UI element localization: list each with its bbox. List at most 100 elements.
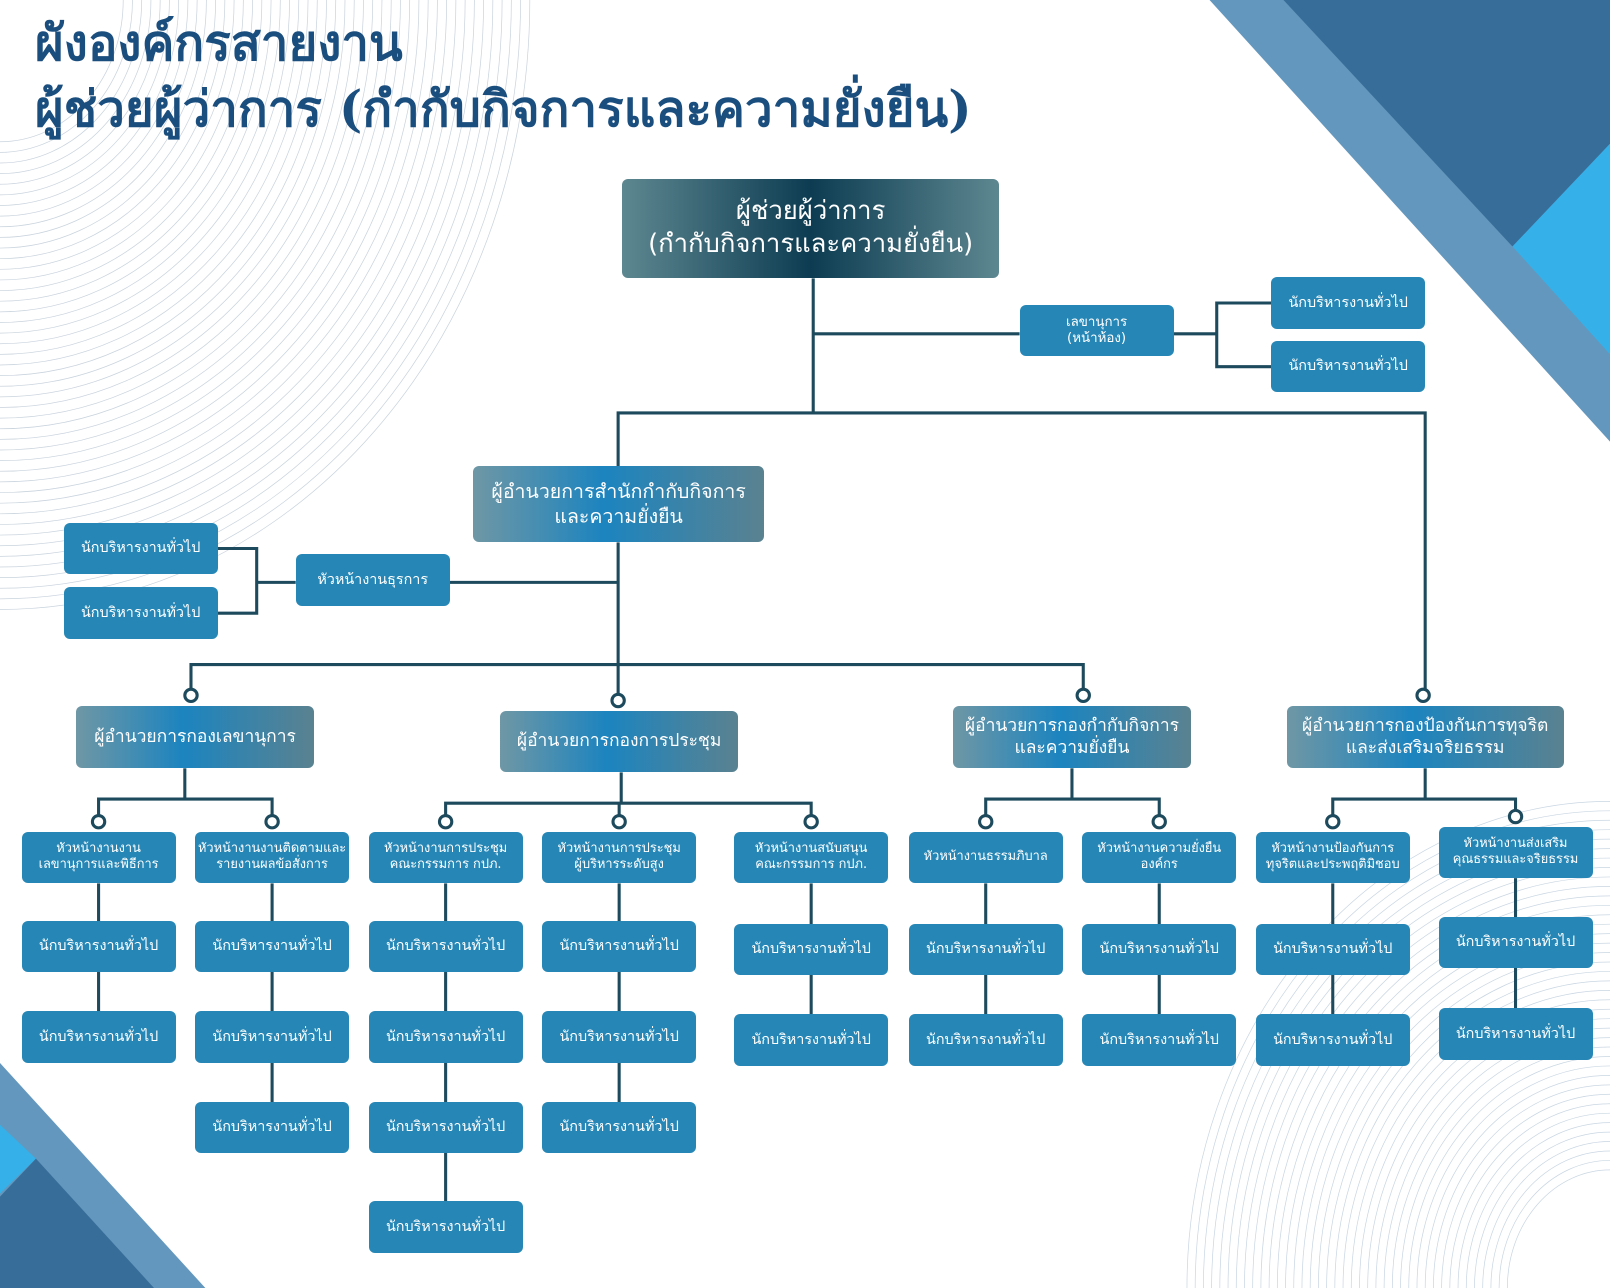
box-label: หัวหน้างานธรรมภิบาล [923, 849, 1048, 865]
wave-line [0, 0, 521, 600]
wave-line [1252, 876, 1610, 1288]
staff-box[interactable]: นักบริหารงานทั่วไป [542, 1101, 697, 1154]
admin-staff-box[interactable]: นักบริหารงานทั่วไป [63, 522, 218, 574]
connector-node-icon [1415, 687, 1431, 704]
staff-box[interactable]: นักบริหารงานทั่วไป [734, 924, 889, 976]
section-head-box[interactable]: หัวหน้างานธรรมภิบาล [908, 831, 1063, 884]
staff-box[interactable]: นักบริหารงานทั่วไป [21, 921, 176, 973]
staff-box[interactable]: นักบริหารงานทั่วไป [542, 921, 697, 973]
box-label: คุณธรรมและจริยธรรม [1452, 852, 1579, 868]
wave-line [1293, 923, 1610, 1288]
wave-line [1383, 1027, 1610, 1288]
secretary-box[interactable]: เลขานุการ(หน้าห้อง) [1019, 304, 1174, 357]
admin-staff-box[interactable]: นักบริหารงานทั่วไป [63, 587, 218, 639]
box-label: ผู้อำนวยการกองเลขานุการ [94, 726, 296, 747]
secretary-staff-box[interactable]: นักบริหารงานทั่วไป [1271, 340, 1426, 393]
staff-box[interactable]: นักบริหารงานทั่วไป [195, 1101, 350, 1154]
connector-node-icon [978, 813, 994, 830]
staff-box[interactable]: นักบริหารงานทั่วไป [908, 924, 1063, 976]
wave-line [0, 0, 364, 419]
office-director-box[interactable]: ผู้อำนวยการสำนักกำกับกิจการและความยั่งยื… [473, 466, 764, 543]
corner-dark-top-right [1283, 0, 1610, 247]
wave-line [0, 0, 143, 164]
wave-line [0, 0, 226, 260]
box-label: ผู้อำนวยการกองการประชุม [516, 730, 722, 751]
staff-box[interactable]: นักบริหารงานทั่วไป [734, 1014, 889, 1066]
box-label: คณะกรรมการ กปภ. [755, 857, 868, 873]
wave-line [0, 0, 272, 313]
staff-box[interactable]: นักบริหารงานทั่วไป [1082, 924, 1237, 976]
division-director-box[interactable]: ผู้อำนวยการกองป้องกันการทุจริตและส่งเสริ… [1286, 706, 1564, 769]
box-label: (หน้าห้อง) [1067, 330, 1127, 346]
box-label: (กำกับกิจการและความยั่งยืน) [648, 229, 974, 260]
box-label: หัวหน้างานงานติดตามและ [197, 840, 347, 856]
section-head-box[interactable]: หัวหน้างานป้องกันการทุจริตและประพฤติมิชอ… [1255, 831, 1410, 884]
staff-box[interactable]: นักบริหารงานทั่วไป [1255, 1014, 1410, 1066]
connector-node-icon [1075, 687, 1091, 704]
connector-node-icon [1507, 808, 1524, 825]
section-head-box[interactable]: หัวหน้างานสนับสนุนคณะกรรมการ กปภ. [734, 831, 889, 884]
connector-node-icon [90, 813, 107, 830]
wave-line [0, 0, 337, 387]
staff-box[interactable]: นักบริหารงานทั่วไป [1438, 916, 1593, 969]
wave-line [0, 0, 448, 515]
wave-line [0, 0, 420, 483]
connector-line [217, 546, 259, 615]
staff-box[interactable]: นักบริหารงานทั่วไป [1438, 1008, 1593, 1060]
section-head-box[interactable]: หัวหน้างานส่งเสริมคุณธรรมและจริยธรรม [1438, 826, 1593, 878]
wave-line [0, 0, 189, 217]
wave-line [0, 0, 152, 174]
box-label: หัวหน้างานป้องกันการ [1271, 840, 1395, 856]
connector-node-icon [183, 687, 199, 704]
staff-box[interactable]: นักบริหารงานทั่วไป [21, 1011, 176, 1063]
connector-line [444, 801, 813, 820]
box-label: ผู้บริหารระดับสูง [574, 857, 664, 873]
section-head-box[interactable]: หัวหน้างานงานเลขานุการและพิธีการ [21, 831, 176, 884]
staff-box[interactable]: นักบริหารงานทั่วไป [1082, 1014, 1237, 1066]
secretary-staff-box[interactable]: นักบริหารงานทั่วไป [1271, 277, 1426, 329]
staff-box[interactable]: นักบริหารงานทั่วไป [368, 1201, 523, 1253]
box-label: และความยั่งยืน [554, 505, 683, 529]
wave-line [1227, 848, 1610, 1288]
section-head-box[interactable]: หัวหน้างานการประชุมผู้บริหารระดับสูง [542, 831, 697, 884]
connector-node-icon [611, 813, 627, 830]
staff-box[interactable]: นักบริหารงานทั่วไป [542, 1011, 697, 1063]
wave-line [0, 0, 383, 440]
connector-line [616, 411, 1427, 691]
wave-line [1424, 1075, 1610, 1288]
wave-line [1506, 1169, 1610, 1288]
division-director-box[interactable]: ผู้อำนวยการกองการประชุม [500, 710, 739, 773]
wave-line [1490, 1150, 1610, 1288]
wave-line [0, 0, 133, 153]
box-label: ผู้อำนวยการกองกำกับกิจการ [964, 715, 1180, 736]
section-head-box[interactable]: หัวหน้างานความยั่งยืนองค์กร [1082, 831, 1237, 884]
admin-head-box[interactable]: หัวหน้างานธุรการ [295, 554, 450, 606]
wave-line [0, 0, 346, 398]
wave-line [0, 0, 124, 143]
staff-box[interactable]: นักบริหารงานทั่วไป [908, 1014, 1063, 1066]
division-director-box[interactable]: ผู้อำนวยการกองเลขานุการ [75, 706, 315, 769]
division-director-box[interactable]: ผู้อำนวยการกองกำกับกิจการและความยั่งยืน [952, 706, 1192, 769]
staff-box[interactable]: นักบริหารงานทั่วไป [1255, 924, 1410, 976]
staff-box[interactable]: นักบริหารงานทั่วไป [195, 1011, 350, 1063]
wave-line [1408, 1056, 1610, 1288]
box-label: หัวหน้างานงาน [56, 840, 141, 856]
wave-line [1342, 980, 1610, 1288]
staff-box[interactable]: นักบริหารงานทั่วไป [368, 1011, 523, 1063]
corner-dark-bottom-left [0, 1158, 155, 1288]
connector-node-icon [1151, 813, 1167, 830]
wave-line [1400, 1046, 1610, 1288]
connector-node-icon [610, 692, 626, 709]
wave-line [0, 0, 318, 366]
section-head-box[interactable]: หัวหน้างานการประชุมคณะกรรมการ กปภ. [368, 831, 523, 884]
box-label: ผู้อำนวยการกองป้องกันการทุจริต [1302, 715, 1549, 736]
box-label: หัวหน้างานความยั่งยืน [1097, 840, 1222, 856]
wave-line [0, 0, 170, 196]
section-head-box[interactable]: หัวหน้างานงานติดตามและรายงานผลข้อสั่งการ [195, 831, 350, 884]
wave-line [1433, 1084, 1610, 1288]
assistant-governor-box[interactable]: ผู้ช่วยผู้ว่าการ(กำกับกิจการและความยั่งย… [622, 178, 1000, 279]
staff-box[interactable]: นักบริหารงานทั่วไป [368, 1101, 523, 1154]
staff-box[interactable]: นักบริหารงานทั่วไป [368, 921, 523, 973]
staff-box[interactable]: นักบริหารงานทั่วไป [195, 921, 350, 973]
